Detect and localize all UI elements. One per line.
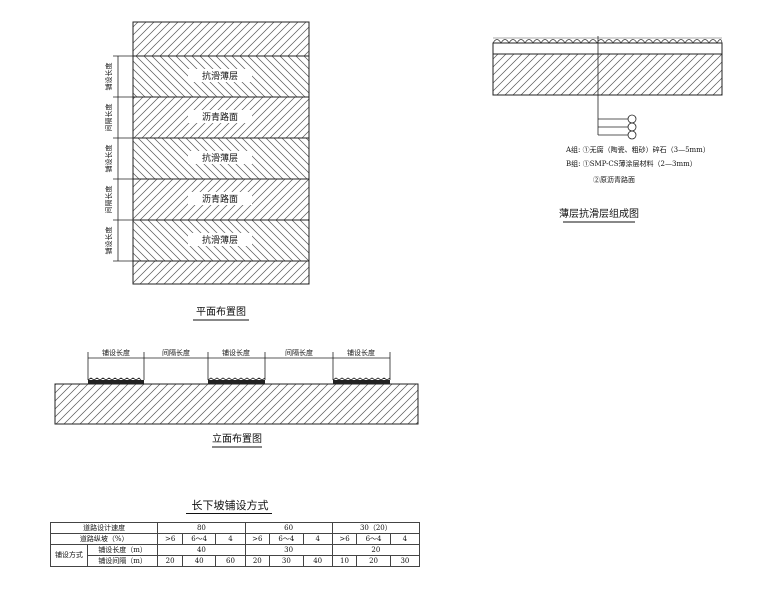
elevation-layout: 铺设长度 间隔长度 铺设长度 间隔长度 铺设长度 立面布置图 [54,348,419,448]
paving-method-table: 道路设计速度 80 60 30（20） 道路纵坡（%） >6 6～4 4 >6 … [49,522,421,567]
table-title-underline [186,513,272,514]
plan-layer-label: 抗滑薄层 [202,234,238,246]
plan-dimension-line [113,55,133,262]
table-cell: 4 [389,533,421,545]
table-cell: >6 [157,533,183,545]
table-cell: 6～4 [269,533,304,545]
elevation-coating-patch [87,377,144,384]
section-detail: A组: ①无腐（陶瓷、粗砂）碎石（3—5mm） B组: ①SMP-CS薄涂层材料… [492,36,723,223]
section-coating-layer [492,42,723,55]
elevation-dimension-line [87,352,391,380]
table-cell: 10 [331,555,358,567]
table-cell: 20 [244,555,271,567]
section-legend-line: B组: ①SMP-CS薄涂层材料（2—3mm） [566,159,697,168]
table-cell: >6 [244,533,271,545]
elevation-dim-label: 铺设长度 [102,348,130,357]
table-row: 道路设计速度 80 60 30（20） [49,522,421,534]
table-title: 长下坡铺设方式 [191,499,269,512]
plan-layer-label: 抗滑薄层 [202,70,238,82]
table-row: 铺设间隔（m） 20 40 60 20 30 40 10 20 30 [51,555,421,567]
section-legend-line: A组: ①无腐（陶瓷、粗砂）碎石（3—5mm） [565,145,710,154]
section-aggregate-scallops [492,39,723,44]
plan-layer-label: 沥青路面 [202,111,238,123]
table-header-cell: 铺设长度（m） [86,544,159,556]
table-cell: 6～4 [356,533,391,545]
table-header-cell: 铺设方式 [50,544,88,567]
elevation-title: 立面布置图 [212,432,262,445]
table-cell: 4 [302,533,333,545]
table-header-cell: 30（20） [331,522,421,534]
table-header-cell: 道路纵坡（%） [49,533,159,545]
elevation-coating-patch [207,377,266,384]
table-cell: >6 [331,533,358,545]
table-header-cell: 60 [244,522,333,534]
table-row: 铺设方式 铺设长度（m） 40 30 20 [50,544,421,567]
table-cell: 20 [356,555,391,567]
table-cell: 40 [302,555,333,567]
table-header-cell: 80 [157,522,246,534]
table-cell: 60 [215,555,246,567]
section-title: 薄层抗滑层组成图 [559,207,639,220]
section-base-layer [492,53,723,96]
table-cell: 20 [331,544,421,556]
plan-side-label: 间隔长度 [104,186,113,214]
plan-side-label: 铺设长度 [104,145,113,173]
table-row: 道路纵坡（%） >6 6～4 4 >6 6～4 4 >6 6～4 4 [49,533,421,545]
elevation-dim-label: 铺设长度 [347,348,375,357]
table-cell: 40 [157,544,246,556]
table-cell: 30 [244,544,333,556]
table-header-cell: 道路设计速度 [49,522,159,534]
plan-side-label: 铺设长度 [104,227,113,255]
elevation-dim-label: 间隔长度 [285,348,313,357]
plan-layout: 抗滑薄层 沥青路面 抗滑薄层 沥青路面 抗滑薄层 铺设长度 间隔长度 铺设长度 … [104,21,310,321]
plan-side-label: 间隔长度 [104,104,113,132]
elevation-road-body [54,383,419,425]
table-cell: 6～4 [181,533,217,545]
plan-band-bottom [132,260,310,285]
elevation-dim-label: 铺设长度 [222,348,250,357]
section-leader [597,36,637,140]
table-header-cell: 铺设间隔（m） [86,555,159,567]
plan-layer-label: 抗滑薄层 [202,152,238,164]
table-cell: 30 [269,555,304,567]
elevation-coating-patch [332,377,391,384]
table-cell: 30 [389,555,421,567]
elevation-dim-label: 间隔长度 [162,348,190,357]
table-cell: 40 [181,555,217,567]
plan-title: 平面布置图 [196,306,246,318]
plan-band-top [132,21,310,57]
plan-layer-label: 沥青路面 [202,193,238,205]
plan-side-label: 铺设长度 [104,63,113,91]
table-cell: 20 [157,555,183,567]
section-legend-line: ②原沥青路面 [593,175,635,184]
table-cell: 4 [215,533,246,545]
